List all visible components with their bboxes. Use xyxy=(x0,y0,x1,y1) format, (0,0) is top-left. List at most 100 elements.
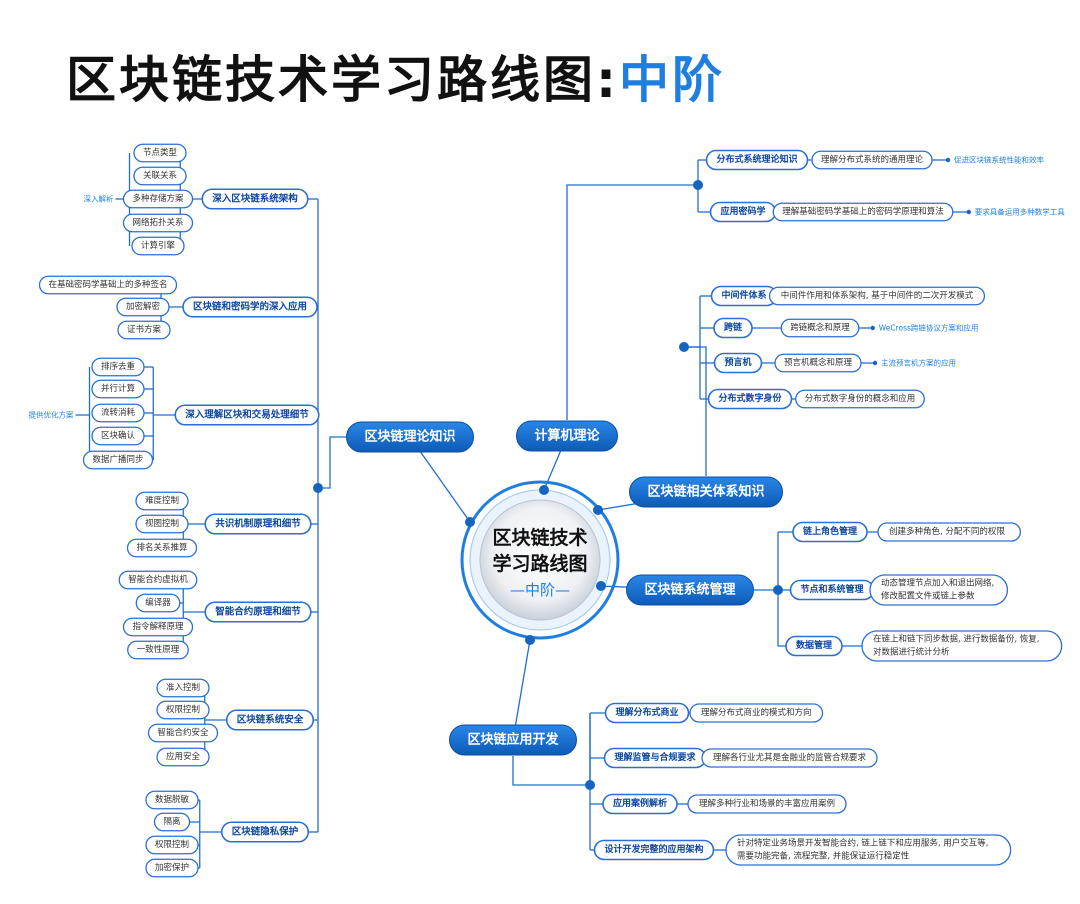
branch-cs-box xyxy=(516,420,618,452)
theory-leaf-box xyxy=(82,450,154,470)
cs-note: 要求具备运用多种数学工具 xyxy=(975,207,1065,217)
theory-leaf-label: 准入控制 xyxy=(166,682,200,693)
theory-leaf-box xyxy=(91,379,145,399)
mgmt-detail-text: 动态管理节点加入和退出网络, xyxy=(881,578,994,589)
branch-mgmt-label: 区块链系统管理 xyxy=(644,582,735,598)
dev-topic-0-box xyxy=(604,702,690,724)
dev-detail-box xyxy=(687,794,847,814)
mgmt-topic-0-box xyxy=(792,521,868,543)
theory-leaf-box xyxy=(133,143,187,163)
related-detail-box xyxy=(795,389,925,409)
related-detail-box xyxy=(768,286,986,306)
cs-detail-label: 理解分布式系统的通用理论 xyxy=(821,154,924,165)
center-title-line1: 区块链技术 xyxy=(492,526,587,549)
theory-leaf-box xyxy=(135,514,189,534)
theory-topic-1-box xyxy=(182,296,318,318)
mgmt-junction xyxy=(773,585,783,595)
dev-detail-text: 理解多种行业和场景的丰富应用案例 xyxy=(699,798,835,809)
theory-leaf-box xyxy=(156,678,210,698)
cs-topic-0-box xyxy=(705,149,809,171)
related-topic-2-label: 预言机 xyxy=(724,356,751,368)
theory-topic-5-box xyxy=(225,709,315,731)
center-subtitle: —中阶— xyxy=(510,581,570,599)
theory-leaf-label: 证书方案 xyxy=(127,324,162,335)
related-note: WeCross跨链协议方案和应用 xyxy=(879,323,979,333)
branch-theory-label: 区块链理论知识 xyxy=(364,429,455,445)
theory-leaf-label: 应用安全 xyxy=(166,751,201,762)
theory-leaf-label: 智能合约虚拟机 xyxy=(128,574,188,585)
related-note: 主流预言机方案的应用 xyxy=(881,358,956,368)
theory-leaf-box xyxy=(145,835,199,855)
related-note-dot xyxy=(872,360,878,366)
theory-leaf-box xyxy=(91,403,145,423)
branch-dot-dev xyxy=(525,635,535,645)
theory-leaf-box xyxy=(116,297,170,317)
branch-dot-cs xyxy=(539,485,549,495)
mgmt-detail-box xyxy=(861,630,1063,662)
cs-topic-1-label: 应用密码学 xyxy=(720,205,765,217)
branch-related-label: 区块链相关体系知识 xyxy=(647,484,764,500)
theory-leaf-label: 排序去重 xyxy=(101,361,136,372)
theory-topic-4-box xyxy=(204,601,312,623)
dev-detail-text: 针对特定业务场景开发智能合约, 链上链下和应用服务, 用户交互等, xyxy=(737,838,989,849)
mgmt-detail-text: 修改配置文件或链上参数 xyxy=(881,591,975,602)
cs-note-dot xyxy=(945,157,951,163)
branch-dot-mgmt xyxy=(596,581,606,591)
theory-topic-2-label: 深入理解区块和交易处理细节 xyxy=(185,409,309,421)
branch-dev-box xyxy=(449,724,577,756)
related-topic-3-label: 分布式数字身份 xyxy=(718,392,782,404)
branch-cs-label: 计算机理论 xyxy=(534,428,600,444)
theory-leaf-label: 指令解释原理 xyxy=(132,621,184,632)
theory-topic-6-box xyxy=(220,821,310,843)
dev-detail-text: 需要功能完备, 流程完整, 并能保证运行稳定性 xyxy=(737,851,910,862)
title-main: 区块链技术学习路线图: xyxy=(66,51,619,109)
branch-theory-box xyxy=(346,421,474,453)
theory-leaf-label: 视图控制 xyxy=(145,518,179,529)
dev-topic-3-box xyxy=(593,839,715,861)
dev-detail-box xyxy=(689,703,824,723)
theory-leaf-box xyxy=(135,593,181,613)
theory-leaf-label: 节点类型 xyxy=(143,147,178,158)
theory-topic-4-label: 智能合约原理和细节 xyxy=(215,606,301,618)
theory-leaf-box xyxy=(156,700,210,720)
theory-topic-3-label: 共识机制原理和细节 xyxy=(215,518,301,530)
theory-note: 深入解析 xyxy=(84,194,114,204)
dev-detail-box xyxy=(725,834,1012,866)
related-detail-box xyxy=(780,318,860,338)
theory-leaf-box xyxy=(91,426,145,446)
theory-leaf-label: 隔离 xyxy=(163,816,180,827)
related-detail-label: 分布式数字身份的概念和应用 xyxy=(805,393,916,404)
theory-topic-1-label: 区块链和密码学的深入应用 xyxy=(193,301,307,313)
dev-detail-text: 理解各行业尤其是金融业的监管合规要求 xyxy=(713,752,867,763)
related-topic-0-label: 中间件体系 xyxy=(721,289,766,301)
dev-topic-3-label: 设计开发完整的应用架构 xyxy=(604,843,703,855)
cs-link xyxy=(566,184,698,420)
theory-leaf-box xyxy=(122,189,194,209)
cs-topic-0-label: 分布式系统理论知识 xyxy=(716,153,797,165)
theory-junction xyxy=(313,483,323,493)
theory-leaf-label: 区块确认 xyxy=(101,430,136,441)
theory-topic-0-label: 深入区块链系统架构 xyxy=(212,193,298,205)
related-topic-2-box xyxy=(713,352,763,374)
theory-leaf-label: 一致性原理 xyxy=(137,644,180,655)
theory-leaf-box xyxy=(147,723,219,743)
cs-detail-box xyxy=(811,150,933,170)
theory-topic-5-label: 区块链系统安全 xyxy=(237,714,304,726)
cs-note: 促进区块链系统性能和效率 xyxy=(954,155,1044,165)
title-accent: 中阶 xyxy=(619,51,725,109)
theory-leaf-label: 编译器 xyxy=(145,597,171,608)
mgmt-topic-0-label: 链上角色管理 xyxy=(803,525,857,537)
branch-mgmt-box xyxy=(626,574,754,606)
related-detail-label: 预言机概念和原理 xyxy=(784,357,853,368)
theory-leaf-box xyxy=(91,357,145,377)
theory-leaf-label: 数据脱敏 xyxy=(155,794,190,805)
theory-leaf-label: 排名关系推算 xyxy=(136,542,188,553)
theory-topic-2-box xyxy=(174,404,320,426)
theory-leaf-box xyxy=(153,812,191,832)
dev-topic-1-label: 理解监管与合规要求 xyxy=(614,751,696,763)
theory-leaf-box xyxy=(118,570,198,590)
theory-leaf-box xyxy=(156,747,210,767)
theory-topic-0-box xyxy=(201,188,309,210)
page-title: 区块链技术学习路线图:中阶 xyxy=(66,40,725,112)
